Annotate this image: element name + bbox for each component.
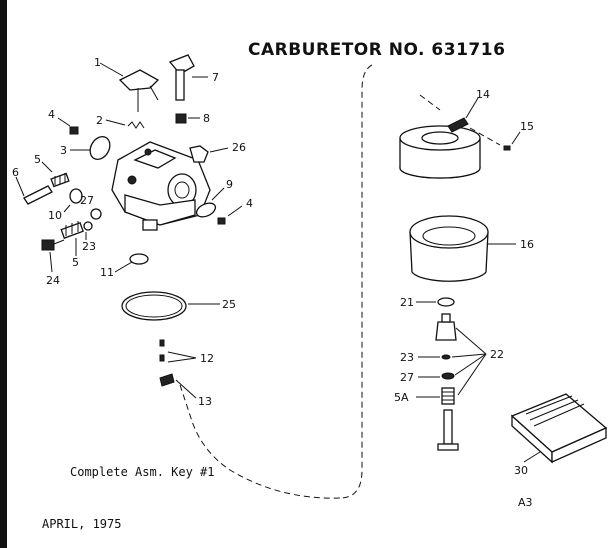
bowl-bolt (437, 409, 459, 451)
callout-8: 8 (203, 112, 210, 125)
callout-27-left: 27 (80, 194, 94, 207)
part-25-bowl-gasket (121, 291, 187, 321)
part-4-screw-lower (217, 217, 226, 225)
callout-24: 24 (46, 274, 60, 287)
part-14-float (399, 117, 481, 179)
diagram-title: CARBURETOR NO. 631716 (248, 40, 505, 60)
part-6-needle-screw (23, 185, 53, 205)
page-reference: A3 (518, 496, 533, 509)
callout-2: 2 (96, 114, 103, 127)
callout-21: 21 (400, 296, 414, 309)
dashed-line-bottom (179, 384, 341, 499)
callout-22: 22 (490, 348, 504, 361)
part-30-repair-kit (510, 393, 608, 464)
callout-7: 7 (212, 71, 219, 84)
callout-13: 13 (198, 395, 212, 408)
callout-16: 16 (520, 238, 534, 251)
dashed-line-center (339, 64, 373, 499)
part-26-fuel-fitting (189, 145, 209, 163)
part-21-gasket (437, 297, 455, 307)
callout-15: 15 (520, 120, 534, 133)
callout-27-right: 27 (400, 371, 414, 384)
part-24-needle-assembly (41, 239, 65, 251)
part-10-washer (69, 188, 83, 204)
part-1-throttle-shaft (118, 69, 160, 112)
part-12-pins (159, 339, 165, 362)
part-11-seat (129, 253, 149, 265)
publication-date: APRIL, 1975 (42, 517, 121, 531)
part-23-washer-left (83, 221, 93, 231)
part-8-plug (175, 113, 187, 124)
part-3-throttle-plate (89, 136, 111, 160)
callout-30: 30 (514, 464, 528, 477)
left-border-bar (0, 0, 7, 548)
part-15-float-pin (469, 127, 511, 151)
callout-5-lower: 5 (72, 256, 79, 269)
part-27-o-ring-left (90, 208, 102, 220)
callout-12: 12 (200, 352, 214, 365)
part-13-clip (159, 373, 175, 387)
part-5A-spring (441, 387, 455, 405)
part-23-washer-right (441, 354, 451, 360)
complete-assembly-caption: Complete Asm. Key #1 (70, 465, 215, 479)
part-5-spring-upper (50, 172, 70, 188)
callout-26: 26 (232, 141, 246, 154)
part-22-main-jet (435, 313, 457, 341)
callout-11: 11 (100, 266, 114, 279)
carburetor-body (111, 141, 211, 231)
part-27-o-ring-right (441, 372, 455, 380)
callout-25: 25 (222, 298, 236, 311)
part-2-spring (127, 121, 145, 129)
callout-4-upper: 4 (48, 108, 55, 121)
callout-9: 9 (226, 178, 233, 191)
callout-5-upper: 5 (34, 153, 41, 166)
part-5-spring-lower (60, 221, 84, 239)
part-9-choke-plate (195, 202, 217, 218)
callout-6: 6 (12, 166, 19, 179)
part-7-choke-shaft (168, 54, 195, 101)
callout-23-right: 23 (400, 351, 414, 364)
dashed-line-top (419, 94, 441, 111)
callout-5A: 5A (394, 391, 409, 404)
callout-23-left: 23 (82, 240, 96, 253)
callout-3: 3 (60, 144, 67, 157)
callout-10: 10 (48, 209, 62, 222)
callout-1: 1 (94, 56, 101, 69)
callout-14: 14 (476, 88, 490, 101)
callout-4-lower: 4 (246, 197, 253, 210)
part-16-float-bowl (409, 215, 489, 282)
part-4-screw-upper (69, 126, 79, 135)
